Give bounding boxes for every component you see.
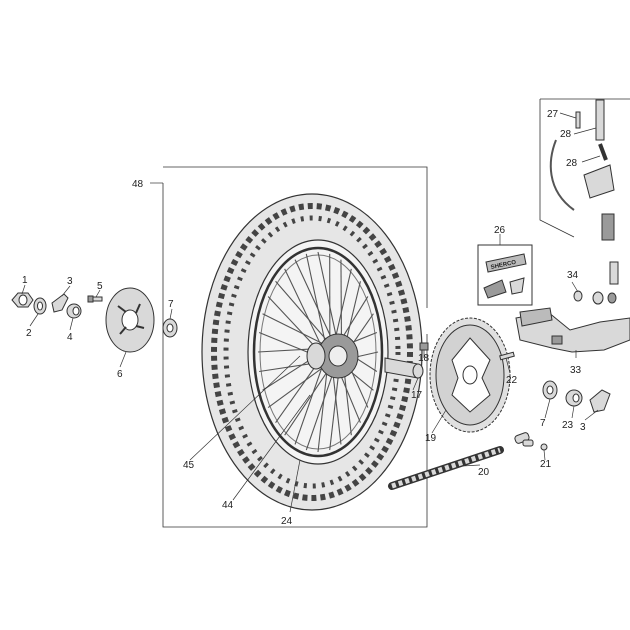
callout-3-left: 3 (67, 276, 73, 287)
inset-brand-label: SHERCO (490, 260, 517, 271)
callout-19: 19 (425, 433, 437, 444)
spoke (275, 280, 327, 340)
callout-2: 2 (26, 328, 32, 339)
callout-44: 44 (222, 500, 234, 511)
sprocket-bolt (419, 342, 429, 358)
spoke (334, 268, 352, 339)
callout-24: 24 (281, 516, 293, 527)
spoke (294, 259, 332, 339)
left-axle-parts (11, 292, 103, 319)
callout-1: 1 (22, 275, 28, 286)
callout-3-right: 3 (580, 422, 586, 433)
wheel-hub (306, 333, 359, 379)
rear-sprocket (429, 317, 511, 433)
callout-20: 20 (478, 467, 490, 478)
callout-28-lower: 28 (566, 158, 578, 169)
callout-7-right: 7 (540, 418, 546, 429)
brake-disc (105, 287, 155, 353)
callout-18: 18 (418, 353, 430, 364)
spoke (317, 251, 338, 340)
callout-labels: 1 2 3 4 5 6 7 48 18 17 19 20 21 22 23 24… (22, 109, 586, 527)
callout-33: 33 (570, 365, 582, 376)
spoke (294, 365, 324, 445)
drive-chain (388, 446, 504, 490)
callout-21: 21 (540, 459, 552, 470)
callout-7-left: 7 (168, 299, 174, 310)
callout-28-upper: 28 (560, 129, 572, 140)
callout-5: 5 (97, 281, 103, 292)
spoke (267, 296, 319, 351)
right-axle-parts (542, 380, 611, 413)
callout-27: 27 (547, 109, 559, 120)
spoke (339, 296, 369, 342)
callout-48: 48 (132, 179, 144, 190)
rim-and-spokes (252, 246, 384, 458)
spoke (284, 268, 322, 345)
spoke (305, 253, 326, 341)
wheel-bearing (162, 318, 178, 338)
callout-34: 34 (567, 270, 579, 281)
chain-master-link (514, 432, 548, 451)
spoke (305, 369, 335, 451)
brake-group-frame (539, 98, 630, 238)
axle-spacer (384, 357, 424, 379)
callout-23: 23 (562, 420, 574, 431)
spoke (262, 313, 322, 344)
callout-45: 45 (183, 460, 195, 471)
callout-22: 22 (506, 375, 518, 386)
decal-inset: SHERCO (477, 234, 533, 306)
pedal-spacer (573, 290, 617, 305)
wheel-assembly-frame (150, 166, 428, 528)
spoke (329, 367, 340, 451)
brake-pedal (515, 307, 630, 353)
leader-lines (21, 112, 601, 513)
callout-4: 4 (67, 332, 73, 343)
spoke (317, 368, 328, 453)
spoke (340, 259, 343, 343)
callout-17: 17 (411, 390, 423, 401)
spoke (284, 369, 330, 436)
callout-26: 26 (494, 225, 506, 236)
spoke (275, 360, 320, 424)
callout-6: 6 (117, 369, 123, 380)
spoke (267, 366, 325, 409)
spoke (332, 369, 342, 445)
master-cylinder (549, 99, 619, 285)
sprocket-nut-bolt (499, 351, 515, 361)
